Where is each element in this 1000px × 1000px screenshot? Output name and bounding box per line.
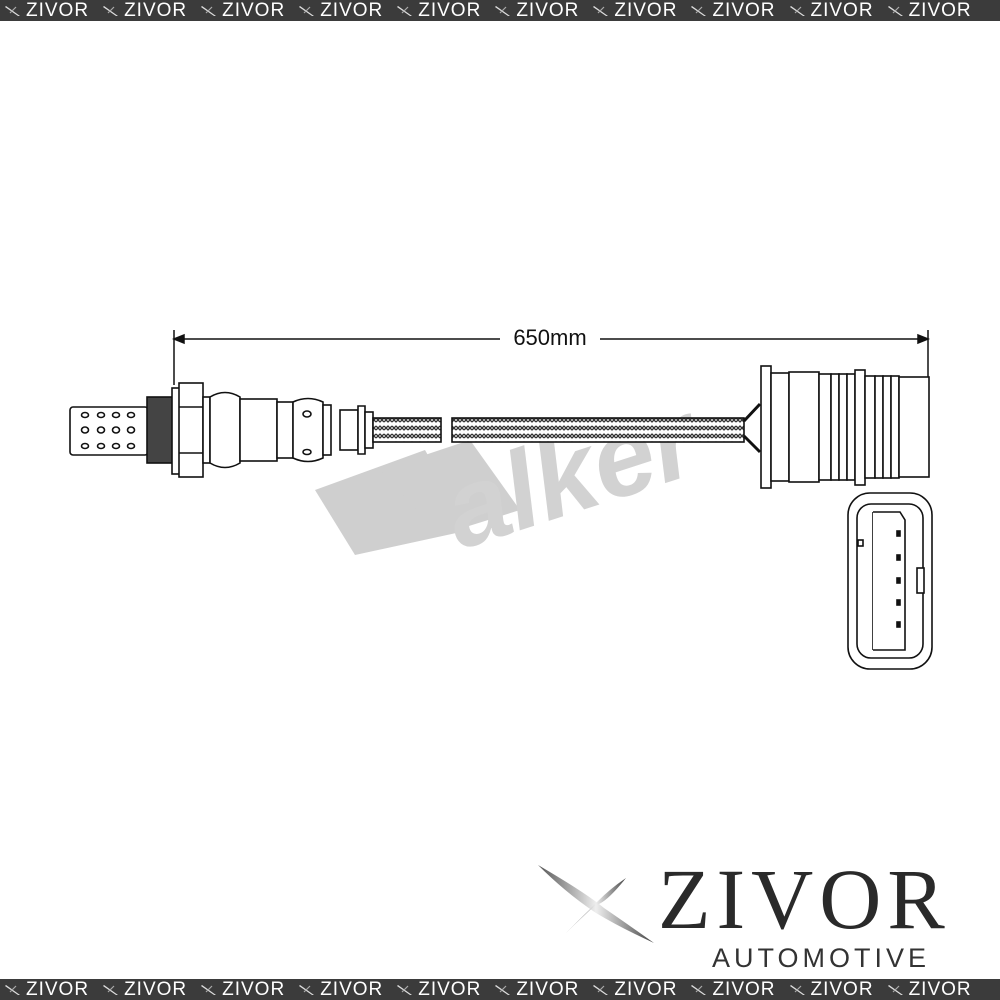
zivor-x-icon [538, 865, 654, 943]
banner-brand-text: ZIVOR [908, 979, 972, 1000]
banner-brand-text: ZIVOR [124, 0, 188, 21]
zivor-x-icon [691, 6, 707, 16]
length-dimension-label: 650mm [500, 325, 600, 351]
banner-brand-item: ZIVOR [785, 979, 874, 1000]
logo-wordmark: ZIVOR [658, 851, 951, 947]
top-brand-banner: ZIVOR ZIVOR ZIVOR ZIVOR ZIVOR ZIVOR ZIVOR ZIVOR… [0, 0, 1000, 21]
zivor-x-icon [887, 985, 903, 995]
banner-brand-item: ZIVOR [883, 979, 972, 1000]
banner-brand-item: ZIVOR [686, 979, 775, 1000]
zivor-x-icon [299, 985, 315, 995]
sensor-probe [69, 382, 762, 478]
zivor-x-icon [397, 985, 413, 995]
zivor-x-icon [887, 6, 903, 16]
banner-brand-text: ZIVOR [516, 979, 580, 1000]
connector-housing [760, 365, 930, 489]
zivor-x-icon [299, 6, 315, 16]
zivor-x-icon [103, 6, 119, 16]
walker-watermark: alker [315, 375, 716, 573]
banner-brand-text: ZIVOR [26, 0, 90, 21]
banner-brand-text: ZIVOR [26, 979, 90, 1000]
banner-brand-text: ZIVOR [320, 0, 384, 21]
connector-pin-face [847, 492, 933, 670]
banner-brand-item: ZIVOR [0, 979, 89, 1000]
braided-cable [451, 417, 745, 443]
banner-brand-item: ZIVOR [0, 0, 89, 21]
banner-brand-item: ZIVOR [294, 0, 383, 21]
thread [146, 396, 174, 464]
bottom-brand-banner: ZIVOR ZIVOR ZIVOR ZIVOR ZIVOR ZIVOR ZIVOR ZIVOR… [0, 979, 1000, 1000]
zivor-automotive-logo: ZIVOR AUTOMOTIVE [536, 851, 986, 975]
banner-brand-item: ZIVOR [98, 979, 187, 1000]
zivor-x-icon [201, 6, 217, 16]
banner-brand-text: ZIVOR [614, 979, 678, 1000]
banner-brand-item: ZIVOR [392, 979, 481, 1000]
zivor-x-icon [593, 985, 609, 995]
perforation-holes [80, 411, 136, 450]
zivor-x-icon [103, 985, 119, 995]
banner-brand-item: ZIVOR [98, 0, 187, 21]
zivor-x-icon [5, 985, 20, 995]
banner-brand-item: ZIVOR [588, 979, 677, 1000]
banner-brand-text: ZIVOR [614, 0, 678, 21]
banner-brand-text: ZIVOR [418, 0, 482, 21]
banner-brand-text: ZIVOR [712, 979, 776, 1000]
banner-brand-item: ZIVOR [196, 0, 285, 21]
svg-text:alker: alker [429, 375, 716, 573]
banner-brand-item: ZIVOR [392, 0, 481, 21]
banner-brand-text: ZIVOR [810, 979, 874, 1000]
banner-brand-item: ZIVOR [686, 0, 775, 21]
banner-brand-item: ZIVOR [588, 0, 677, 21]
banner-brand-item: ZIVOR [490, 979, 579, 1000]
banner-brand-item: ZIVOR [785, 0, 874, 21]
zivor-x-icon [789, 985, 805, 995]
logo-subtitle: AUTOMOTIVE [712, 943, 931, 973]
zivor-x-icon [593, 6, 609, 16]
zivor-x-icon [5, 6, 20, 16]
banner-brand-item: ZIVOR [883, 0, 972, 21]
zivor-x-icon [495, 985, 511, 995]
banner-brand-text: ZIVOR [320, 979, 384, 1000]
banner-brand-text: ZIVOR [516, 0, 580, 21]
banner-brand-text: ZIVOR [908, 0, 972, 21]
zivor-x-icon [397, 6, 413, 16]
zivor-x-icon [201, 985, 217, 995]
banner-brand-text: ZIVOR [810, 0, 874, 21]
banner-brand-text: ZIVOR [222, 0, 286, 21]
zivor-x-icon [691, 985, 707, 995]
banner-brand-text: ZIVOR [712, 0, 776, 21]
zivor-x-icon [495, 6, 511, 16]
braided-cable [372, 417, 442, 443]
banner-brand-text: ZIVOR [222, 979, 286, 1000]
zivor-x-icon [789, 6, 805, 16]
banner-brand-text: ZIVOR [418, 979, 482, 1000]
banner-brand-item: ZIVOR [196, 979, 285, 1000]
banner-brand-item: ZIVOR [294, 979, 383, 1000]
banner-brand-text: ZIVOR [124, 979, 188, 1000]
banner-brand-item: ZIVOR [490, 0, 579, 21]
